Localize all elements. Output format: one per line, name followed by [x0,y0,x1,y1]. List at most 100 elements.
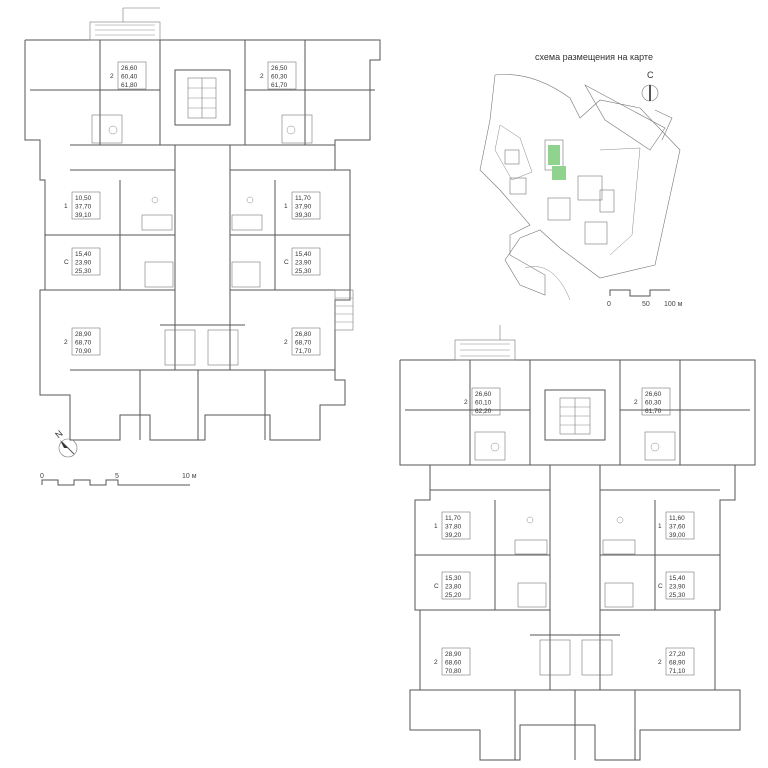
unit-total: 60,40 [121,74,138,81]
unit-area: 39,10 [75,212,92,219]
plan-scale-end: 10 м [182,473,197,480]
unit-living: 28,90 [445,651,462,658]
unit-total: 68,70 [295,340,312,347]
plan-scale-zero: 0 [40,473,44,480]
unit-total: 68,70 [75,340,92,347]
unit-rooms: 2 [434,659,438,666]
north-arrow [58,438,78,458]
building-a-plan [24,7,381,441]
unit-total: 37,90 [295,204,312,211]
unit-rooms: 1 [64,203,68,210]
unit-living: 26,50 [271,65,288,72]
unit-area: 71,70 [295,348,312,355]
unit-total: 23,90 [75,260,92,267]
unit-label-frame [441,571,471,600]
plan-scale-mid: 5 [115,473,119,480]
unit-area: 70,90 [75,348,92,355]
unit-total: 37,80 [445,524,462,531]
unit-area: 39,20 [445,532,462,539]
unit-labels: 226,6060,4061,80226,5060,3061,70110,5037… [64,61,695,676]
building-b-plan [399,325,756,761]
plan-scale-bar [41,479,190,486]
unit-total: 60,30 [271,74,288,81]
unit-area: 61,80 [121,82,138,89]
unit-label-frame [471,387,501,416]
map-scale-end: 100 м [664,301,683,308]
unit-rooms: 1 [284,203,288,210]
unit-living: 11,60 [669,515,685,522]
unit-living: 11,70 [445,515,461,522]
unit-label-frame [665,647,695,676]
unit-area: 62,20 [475,408,492,415]
unit-living: 27,20 [669,651,686,658]
unit-living: 15,40 [75,251,92,258]
unit-total: 23,90 [669,584,686,591]
compass-letter: C [647,70,654,80]
unit-living: 26,60 [121,65,138,72]
unit-living: 26,60 [475,391,492,398]
unit-total: 37,60 [669,524,686,531]
unit-area: 25,20 [445,592,462,599]
unit-rooms: 2 [260,73,264,80]
unit-rooms: С [284,259,289,266]
unit-area: 25,30 [75,268,92,275]
unit-rooms: 2 [64,339,68,346]
unit-living: 26,60 [645,391,662,398]
unit-label-frame [641,387,671,416]
site-map-highlight [548,145,566,180]
unit-living: 15,40 [295,251,312,258]
unit-rooms: 2 [110,73,114,80]
unit-living: 11,70 [295,195,311,202]
highlighted-section [548,145,560,165]
map-scale-zero: 0 [607,301,611,308]
unit-label-frame [441,511,471,540]
unit-area: 39,00 [669,532,686,539]
unit-area: 70,80 [445,668,462,675]
unit-total: 23,80 [445,584,462,591]
unit-living: 28,90 [75,331,92,338]
unit-rooms: 2 [634,399,638,406]
unit-rooms: 1 [658,523,662,530]
unit-area: 25,30 [295,268,312,275]
unit-total: 68,90 [669,660,686,667]
unit-total: 60,10 [475,400,492,407]
north-letter: N [53,428,64,440]
unit-living: 10,50 [75,195,92,202]
unit-label-frame [117,61,147,90]
unit-area: 61,70 [271,82,288,89]
unit-rooms: 2 [284,339,288,346]
map-title: схема размещения на карте [535,52,653,62]
unit-label-frame [291,191,321,220]
unit-total: 23,90 [295,260,312,267]
unit-area: 61,70 [645,408,662,415]
unit-rooms: 2 [464,399,468,406]
unit-area: 39,30 [295,212,312,219]
map-scale-mid: 50 [642,301,650,308]
unit-label-frame [71,191,101,220]
highlighted-section [552,166,566,180]
unit-rooms: С [658,583,663,590]
unit-total: 60,30 [645,400,662,407]
unit-label-frame [71,327,101,356]
unit-label-frame [665,571,695,600]
unit-label-frame [71,247,101,276]
unit-rooms: 1 [434,523,438,530]
